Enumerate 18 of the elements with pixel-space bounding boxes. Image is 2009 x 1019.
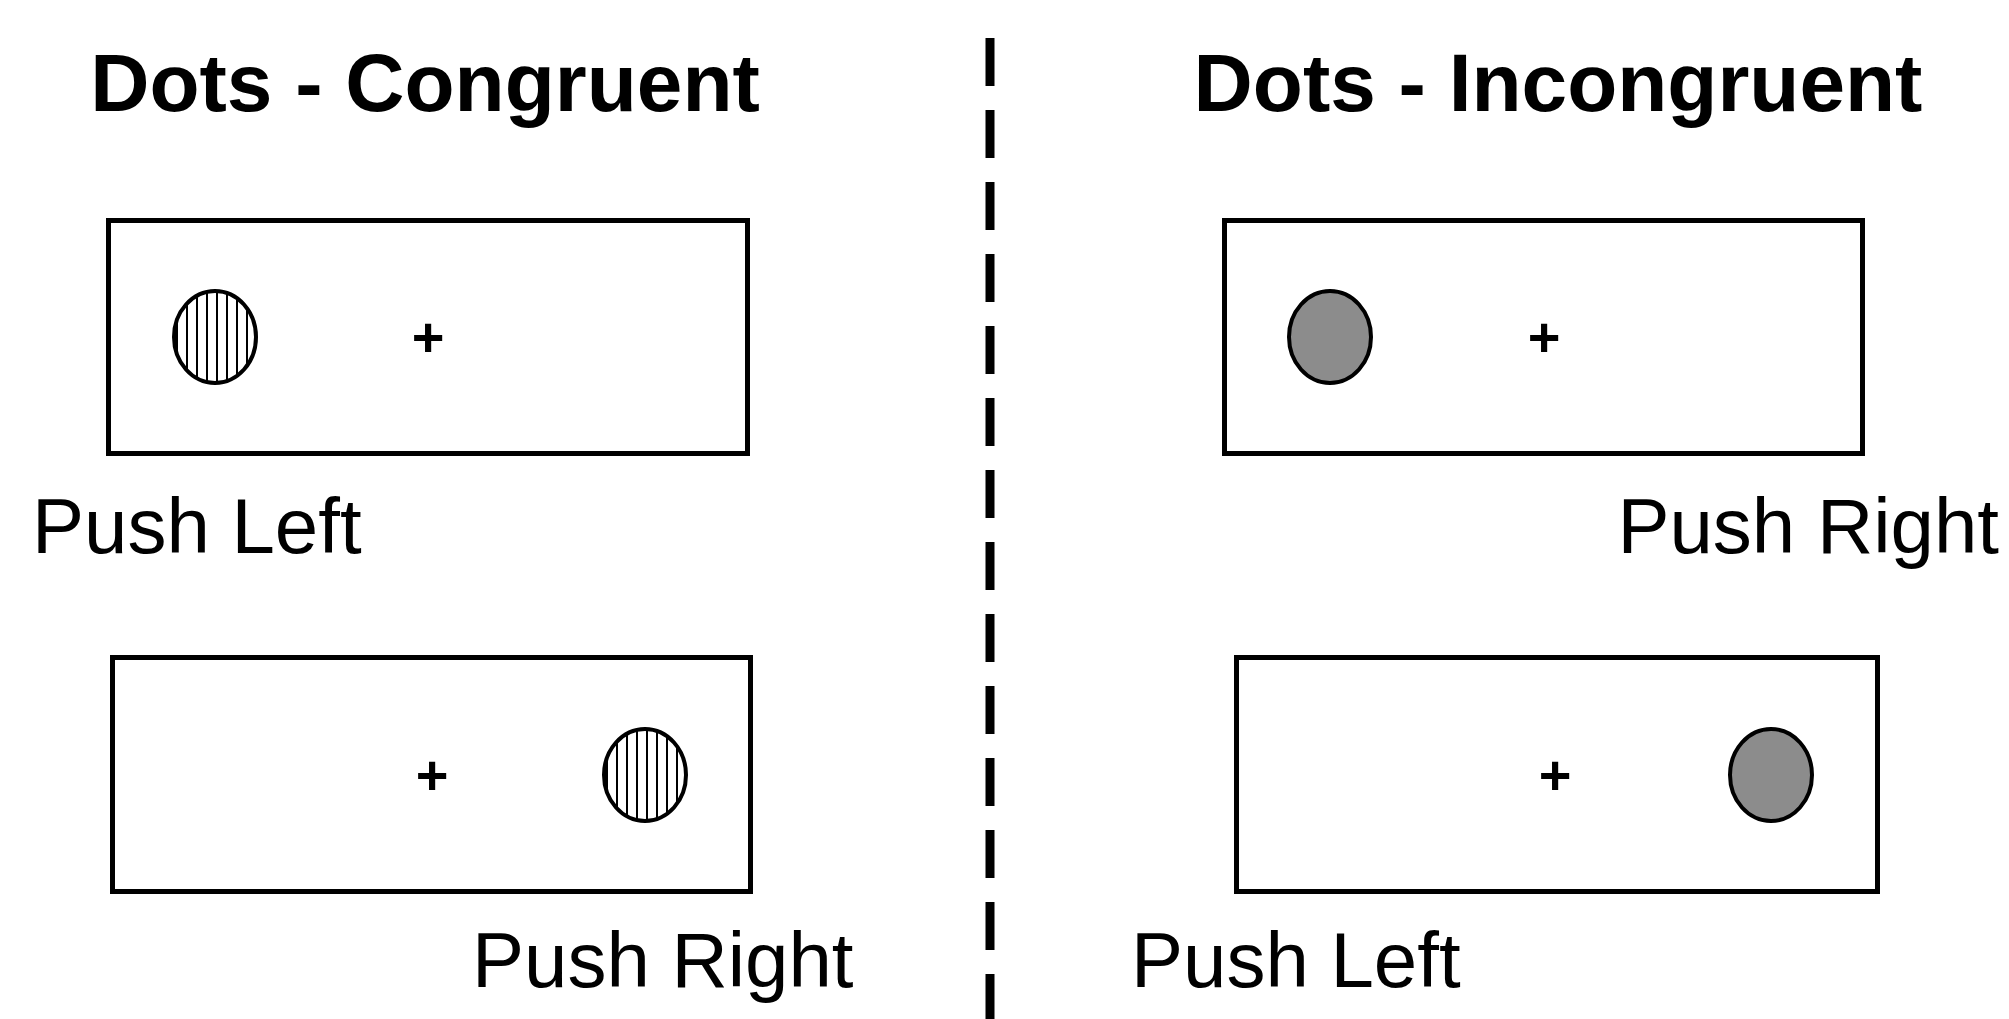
fixation-cross: +: [1527, 309, 1561, 365]
fixation-cross: +: [1538, 747, 1572, 803]
filled-dot: [1287, 289, 1373, 385]
response-label: Push Left: [32, 484, 362, 568]
panel-heading: Dots - Congruent: [90, 38, 760, 128]
response-label: Push Right: [1617, 484, 1999, 568]
fixation-cross: +: [411, 309, 445, 365]
response-label: Push Right: [472, 918, 854, 1002]
stimulus-screen: [110, 655, 753, 894]
filled-dot: [1728, 727, 1814, 823]
stimulus-screen: [1222, 218, 1865, 456]
response-label: Push Left: [1131, 918, 1461, 1002]
striped-dot: [172, 289, 258, 385]
panel-heading: Dots - Incongruent: [1193, 38, 1923, 128]
fixation-cross: +: [415, 747, 449, 803]
stimulus-screen: [1234, 655, 1880, 894]
striped-dot: [602, 727, 688, 823]
stimulus-screen: [106, 218, 750, 456]
